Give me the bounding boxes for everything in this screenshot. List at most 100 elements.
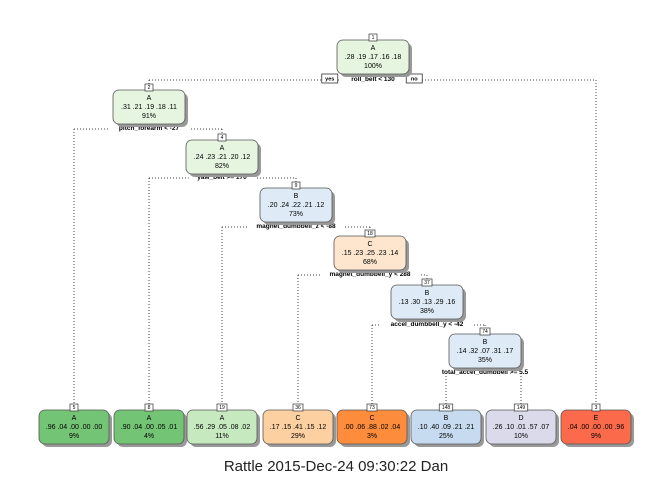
branch-box	[321, 73, 339, 84]
split-label-bg	[380, 319, 474, 328]
node-class: B	[294, 193, 299, 200]
node-pct: 68%	[363, 259, 377, 266]
node-class: A	[147, 95, 152, 102]
split-label-bg	[428, 367, 542, 376]
split-label: yaw_belt >= 170	[197, 174, 247, 181]
tree-node: 8A .90 .04 .00 .05 .01 4%	[113, 403, 187, 447]
node-id: 74	[482, 329, 488, 335]
node-id: 1	[372, 35, 375, 41]
node-id-tag	[421, 278, 433, 287]
node-probs: .96 .04 .00 .00 .00	[46, 424, 103, 431]
node-pct: 100%	[364, 63, 382, 70]
node-id: 5	[73, 405, 76, 411]
node-class: B	[444, 415, 449, 422]
node-probs: .31 .21 .19 .18 .11	[121, 104, 177, 111]
footer-caption: Rattle 2015-Dec-24 09:30:22 Dan	[223, 458, 449, 475]
branch-label: yes	[325, 77, 334, 83]
node-id: 73	[369, 405, 375, 411]
node-class: B	[425, 290, 430, 297]
node-pct: 91%	[142, 113, 156, 120]
node-class: A	[371, 45, 376, 52]
node-pct: 9%	[591, 433, 601, 440]
node-pct: 11%	[215, 433, 229, 440]
node-probs: .04 .00 .00 .00 .96	[568, 424, 625, 431]
node-id: 4	[221, 135, 224, 141]
node-class: A	[147, 415, 152, 422]
node-id: 36	[295, 405, 301, 411]
split-label-bg	[107, 123, 191, 132]
node-id: 148	[442, 405, 451, 411]
branch-box	[405, 73, 423, 84]
node-id: 8	[148, 405, 151, 411]
node-class: B	[483, 339, 488, 346]
node-pct: 38%	[420, 308, 434, 315]
node-probs: .90 .04 .00 .05 .01	[121, 424, 178, 431]
node-class: A	[220, 415, 225, 422]
node-id-tag	[591, 403, 601, 412]
node-pct: 73%	[289, 211, 303, 218]
node-probs: .10 .40 .09 .21 .21	[418, 424, 475, 431]
split-label: roll_belt < 130	[351, 76, 395, 83]
tree-node: 3E.04 .00 .00 .00 .969%	[560, 403, 634, 447]
node-id: 9	[295, 183, 298, 189]
split-label: pitch_forearm < -27	[119, 125, 180, 132]
node-pct: 9%	[69, 433, 79, 440]
node-pct: 35%	[478, 357, 492, 364]
tree-node: 19A .56 .29 .05 .08 .02 11%	[186, 403, 260, 447]
node-pct: 10%	[514, 433, 528, 440]
split-label: magnet_dumbbell_z < -88	[256, 223, 336, 230]
tree-node: 9B .20 .24 .22 .21 .12 73%	[259, 181, 335, 225]
node-class: C	[367, 241, 372, 248]
tree-node: 1A .28 .19 .17 .16 .18 100%	[336, 33, 412, 77]
node-probs: .15 .23 .25 .23 .14	[342, 250, 399, 257]
node-id-tag	[438, 403, 454, 412]
node-id-tag	[513, 403, 529, 412]
node-probs: .14 .32 .07 .31 .17	[457, 348, 514, 355]
node-pct: 25%	[439, 433, 453, 440]
node-id-tag	[291, 181, 301, 190]
tree-node: 74B .14 .32 .07 .31 .17 35%	[448, 327, 524, 371]
split-label: magnet_dumbbell_y < 288	[329, 271, 410, 278]
split-label: accel_dumbbell_y < -42	[391, 321, 464, 328]
node-id-tag	[144, 403, 154, 412]
node-id-tag	[217, 133, 227, 142]
split-label-bg	[247, 221, 345, 230]
node-class: D	[518, 415, 523, 422]
tree-node: 5A .96 .04 .00 .00 .00 9%	[38, 403, 112, 447]
node-pct: 4%	[144, 433, 154, 440]
node-class: C	[369, 415, 374, 422]
node-id-tag	[144, 83, 154, 92]
split-label: total_accel_dumbbell >= 5.5	[442, 369, 529, 376]
node-class: A	[220, 145, 225, 152]
node-probs: .56 .29 .05 .08 .02	[194, 424, 251, 431]
node-probs: .00 .06 .88 .02 .04	[344, 424, 401, 431]
node-id-tag	[364, 229, 376, 238]
node-id-tag	[292, 403, 304, 412]
node-pct: 29%	[291, 433, 305, 440]
node-id: 37	[424, 280, 430, 286]
tree-node: 73C .00 .06 .88 .02 .04 3%	[336, 403, 410, 447]
branch-label: no	[411, 77, 418, 83]
node-id: 19	[219, 405, 225, 411]
node-probs: .17 .15 .41 .15 .12	[270, 424, 327, 431]
tree-node: 37B .13 .30 .13 .29 .16 38%	[390, 278, 466, 322]
node-id-tag	[216, 403, 228, 412]
node-pct: 3%	[367, 433, 377, 440]
node-probs: .13 .30 .13 .29 .16	[399, 299, 456, 306]
node-id-tag	[366, 403, 378, 412]
decision-tree: roll_belt < 130 yes no pitch_forearm < -27 y…	[38, 33, 634, 447]
node-probs: .20 .24 .22 .21 .12	[268, 202, 325, 209]
node-probs: .28 .19 .17 .16 .18	[345, 54, 402, 61]
node-id-tag	[368, 33, 378, 42]
node-id-tag	[69, 403, 79, 412]
node-class: A	[72, 415, 77, 422]
node-pct: 82%	[215, 163, 229, 170]
node-id: 2	[148, 85, 151, 91]
node-id: 149	[517, 405, 526, 411]
